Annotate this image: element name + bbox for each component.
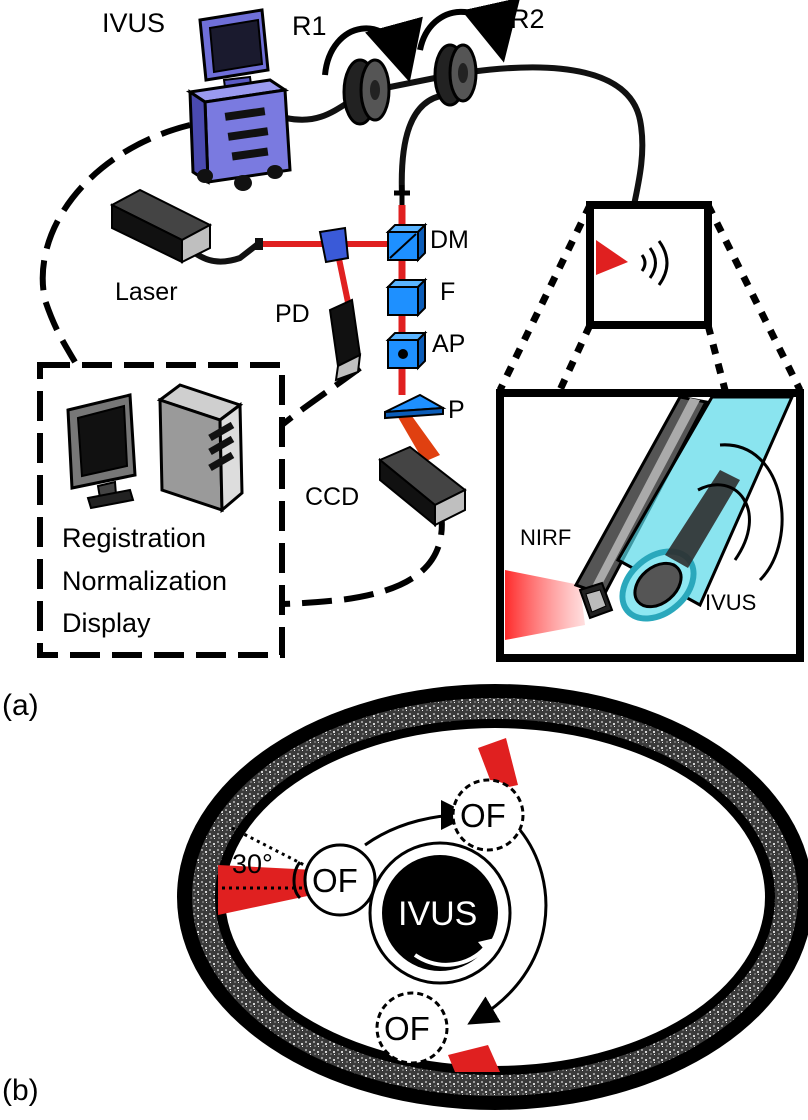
optical-fiber-solid: OF	[303, 843, 377, 917]
angle-indicator	[222, 826, 311, 890]
ivus-core-label: IVUS	[398, 895, 477, 933]
optical-fiber-dashed-bottom-label: OF	[384, 1010, 430, 1047]
angle-arc	[292, 861, 302, 900]
catheter-tip-beam	[596, 240, 628, 275]
catheter-ivus-label: IVUS	[705, 590, 756, 615]
ivus-rotation-arrow	[413, 946, 487, 967]
catheter-nirf-label: NIRF	[520, 525, 571, 550]
ccd-camera	[378, 445, 467, 528]
dichroic-mirror-label: DM	[430, 226, 469, 254]
ivus-console	[185, 8, 292, 191]
optical-fiber-dashed-top-label: OF	[460, 797, 506, 834]
optical-fiber-solid-label: OF	[312, 862, 358, 899]
rotary-joint-r2-label: R2	[510, 4, 545, 34]
ultrasound-wave-icon	[640, 240, 669, 286]
photodiode-label: PD	[275, 300, 310, 328]
laser-fiber-coupler	[255, 238, 263, 250]
ivus-console-label: IVUS	[102, 8, 165, 38]
ccd-camera-label: CCD	[305, 483, 359, 511]
ivus-rotation-arrow-head	[478, 938, 495, 954]
computer-task-normalization: Normalization	[62, 566, 227, 596]
zoom-lines	[496, 203, 804, 392]
rotation-arrows	[322, 0, 521, 83]
prism	[384, 393, 447, 420]
aperture-label: AP	[432, 330, 465, 358]
prism-label: P	[448, 396, 465, 424]
laser-source	[109, 188, 213, 264]
fiber-connector	[394, 185, 410, 205]
angle-label: 30°	[232, 849, 273, 879]
filter	[385, 277, 428, 318]
computer-task-display: Display	[62, 608, 151, 638]
optical-fiber-dashed-bottom: OF	[375, 991, 449, 1065]
catheter-zoom	[505, 395, 795, 640]
dichroic-mirror	[385, 222, 428, 263]
computer-task-registration: Registration	[62, 523, 206, 553]
panel-a-label: (a)	[2, 689, 39, 722]
rotary-joint-r1	[342, 58, 391, 126]
laser-label: Laser	[115, 278, 178, 306]
aperture	[385, 330, 428, 371]
beam-splitter	[318, 226, 350, 264]
filter-label: F	[440, 278, 455, 306]
computer-tower	[156, 383, 244, 514]
ivus-core	[382, 855, 498, 971]
panel-b-label: (b)	[2, 1074, 39, 1107]
optical-fiber-dashed-top: OF	[451, 778, 525, 852]
rotary-joint-r1-label: R1	[292, 11, 327, 41]
photodiode	[328, 298, 362, 382]
rotary-joint-r2	[433, 43, 478, 107]
computer-monitor	[66, 393, 137, 510]
nirf-beam-marks	[218, 738, 518, 1072]
